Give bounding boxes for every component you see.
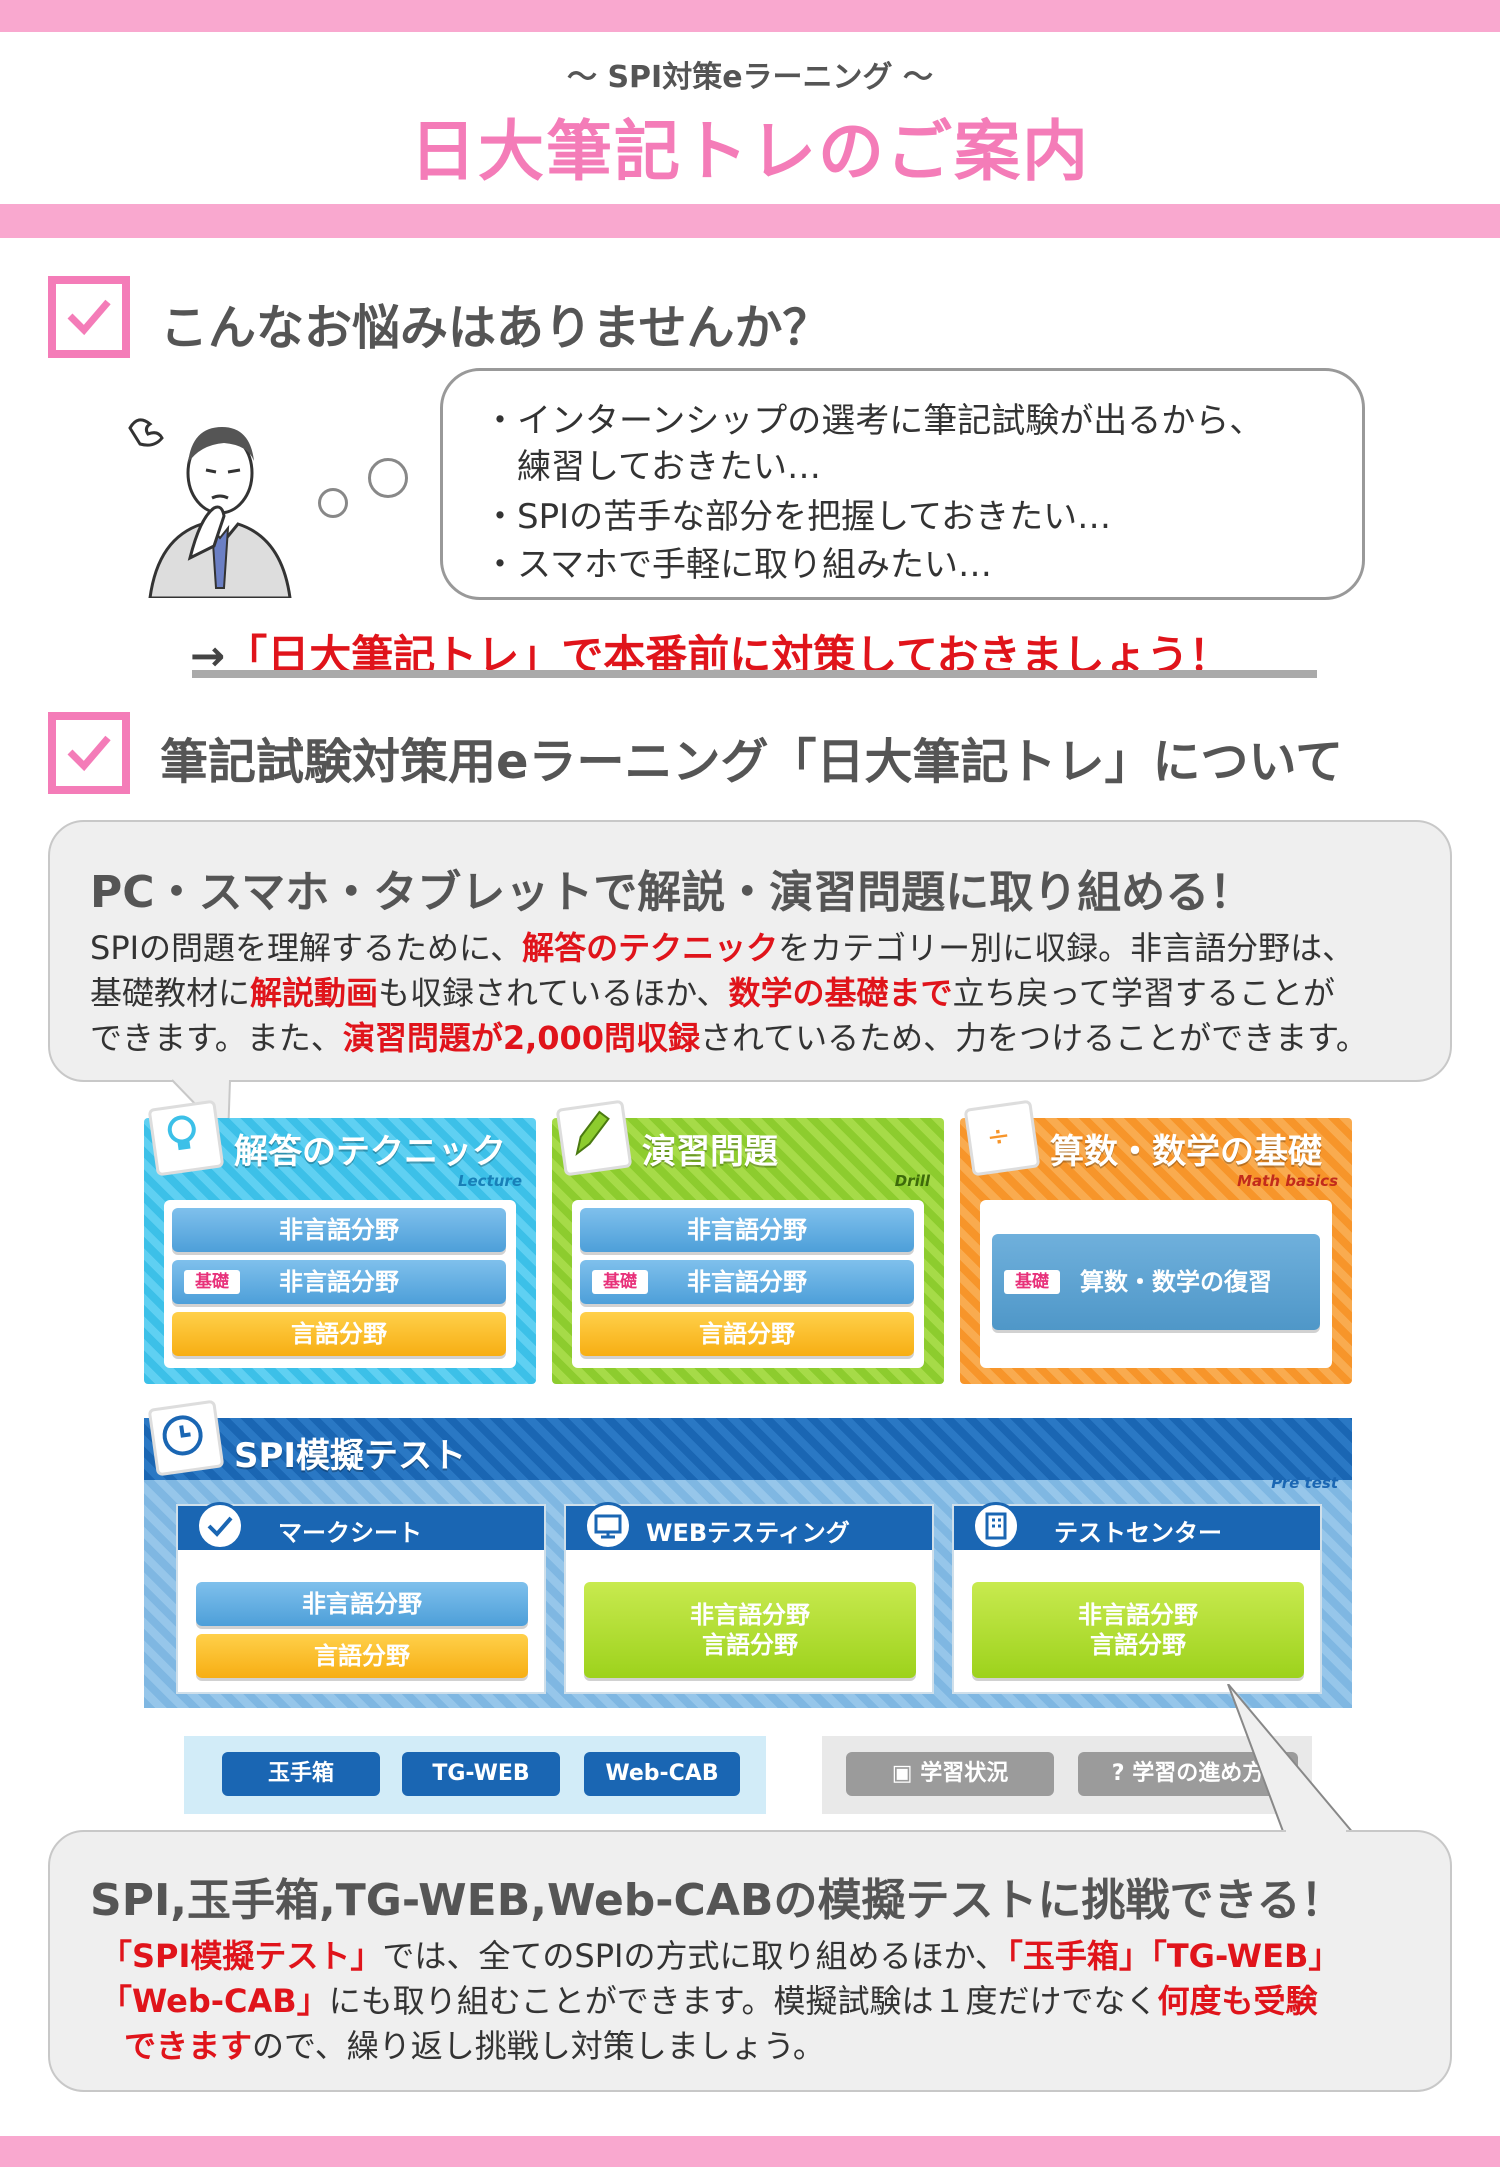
study-status-button[interactable]: ▣ 学習状況 [846, 1752, 1054, 1796]
pretest-title: SPI模擬テスト [234, 1436, 467, 1476]
lecture-verbal-button[interactable]: 言語分野 [172, 1312, 506, 1356]
feature-box-1-text: SPIの問題を理解するために、解答のテクニックをカテゴリー別に収録。非言語分野は… [90, 926, 1368, 1061]
page-title: 日大筆記トレのご案内 [410, 113, 1090, 190]
text-line: 基礎教材に解説動画も収録されているほか、数学の基礎まで立ち戻って学習することが [90, 974, 1335, 1012]
checkbox-icon [48, 712, 130, 794]
math-panel: 算数・数学の基礎 ÷ Math basics 基礎算数・数学の復習 [960, 1099, 1352, 1384]
pretest-subtitle: Pre test [1271, 1474, 1338, 1492]
page-subtitle: 〜 SPI対策eラーニング 〜 [567, 60, 933, 95]
pen-icon [555, 1099, 633, 1177]
text-line: 「SPI模擬テスト」では、全てのSPIの方式に取り組めるほか、「玉手箱」「TG-… [100, 1937, 1341, 1975]
cta-underline [192, 670, 1317, 678]
testcenter-card: テストセンター 非言語分野言語分野 [952, 1502, 1322, 1694]
lightbulb-icon [147, 1099, 225, 1177]
text-line: 「Web-CAB」にも取り組むことができます。模擬試験は１度だけでなく何度も受験 [100, 1982, 1318, 2020]
footer-pink-bar [0, 2136, 1500, 2167]
marksheet-card: マークシート 非言語分野 言語分野 [176, 1502, 546, 1694]
webtesting-card: WEBテスティング 非言語分野言語分野 [564, 1502, 934, 1694]
web-cab-button[interactable]: Web-CAB [584, 1752, 740, 1796]
feature-box-2-text: 「SPI模擬テスト」では、全てのSPIの方式に取り組めるほか、「玉手箱」「TG-… [100, 1934, 1340, 2069]
math-title: 算数・数学の基礎 [1050, 1132, 1322, 1172]
feature-box-2-title: SPI,玉手箱,TG-WEB,Web-CABの模擬テストに挑戦できる！ [90, 1875, 1345, 1926]
thought-bubble-medium [368, 458, 408, 498]
lecture-subtitle: Lecture [457, 1172, 522, 1190]
basic-badge: 基礎 [184, 1270, 240, 1294]
monitor-icon [584, 1502, 632, 1550]
checkbox-icon [48, 276, 130, 358]
drill-subtitle: Drill [894, 1172, 930, 1190]
math-subtitle: Math basics [1237, 1172, 1338, 1190]
building-icon [972, 1502, 1020, 1550]
concerns-bubble: ・インターンシップの選考に筆記試験が出るから、 練習しておきたい… ・SPIの苦… [440, 368, 1365, 600]
lecture-basic-nonverbal-button[interactable]: 基礎非言語分野 [172, 1260, 506, 1304]
text-line: できます。また、演習問題が2,000問収録されているため、力をつけることができま… [90, 1019, 1368, 1057]
lecture-title: 解答のテクニック [234, 1132, 506, 1172]
feature-box-1-title: PC・スマホ・タブレットで解説・演習問題に取り組める！ [90, 867, 1254, 918]
drill-title: 演習問題 [642, 1132, 778, 1172]
svg-text:÷: ÷ [985, 1118, 1013, 1154]
text-line: SPIの問題を理解するために、解答のテクニックをカテゴリー別に収録。非言語分野は… [90, 929, 1355, 967]
webtesting-test-button[interactable]: 非言語分野言語分野 [584, 1582, 916, 1678]
clock-icon [147, 1399, 225, 1477]
speech-tail [1227, 1684, 1355, 1835]
checkmark-icon [196, 1502, 244, 1550]
tg-web-button[interactable]: TG-WEB [402, 1752, 560, 1796]
worried-man-icon [128, 418, 292, 598]
thought-bubble-small [318, 488, 348, 518]
lecture-nonverbal-button[interactable]: 非言語分野 [172, 1208, 506, 1252]
chart-icon: ▣ [891, 1761, 921, 1786]
basic-badge: 基礎 [592, 1270, 648, 1294]
feature-box-1 [48, 820, 1452, 1082]
marksheet-verbal-button[interactable]: 言語分野 [196, 1634, 528, 1678]
drill-nonverbal-button[interactable]: 非言語分野 [580, 1208, 914, 1252]
concern-line: ・SPIの苦手な部分を把握しておきたい… [483, 497, 1112, 537]
marksheet-title: マークシート [278, 1519, 422, 1547]
testcenter-test-button[interactable]: 非言語分野言語分野 [972, 1582, 1304, 1678]
webtesting-title: WEBテスティング [646, 1519, 850, 1547]
section2-heading: 筆記試験対策用eラーニング「日大筆記トレ」について [160, 734, 1344, 790]
testcenter-title: テストセンター [1054, 1519, 1222, 1547]
concern-line: ・スマホで手軽に取り組みたい… [483, 545, 992, 585]
text-line: できますので、繰り返し挑戦し対策しましょう。 [124, 2027, 825, 2065]
test-nav-bar: 玉手箱 TG-WEB Web-CAB [184, 1736, 766, 1814]
concern-line: ・インターンシップの選考に筆記試験が出るから、 [483, 401, 1264, 441]
drill-verbal-button[interactable]: 言語分野 [580, 1312, 914, 1356]
concern-line: 練習しておきたい… [483, 447, 821, 487]
drill-basic-nonverbal-button[interactable]: 基礎非言語分野 [580, 1260, 914, 1304]
drill-panel: 演習問題 Drill 非言語分野 基礎非言語分野 言語分野 [552, 1099, 944, 1384]
top-pink-bar [0, 0, 1500, 32]
basic-badge: 基礎 [1004, 1270, 1060, 1294]
header-bottom-pink-bar [0, 204, 1500, 238]
math-review-button[interactable]: 基礎算数・数学の復習 [992, 1234, 1320, 1330]
tamatebako-button[interactable]: 玉手箱 [222, 1752, 380, 1796]
pretest-panel: SPI模擬テスト Pre test マークシート 非言語分野 言語分野 WEBテ… [144, 1399, 1352, 1708]
calculator-icon: ÷ [963, 1099, 1041, 1177]
lecture-panel: 解答のテクニック Lecture 非言語分野 基礎非言語分野 言語分野 [144, 1099, 536, 1384]
marksheet-nonverbal-button[interactable]: 非言語分野 [196, 1582, 528, 1626]
section1-heading: こんなお悩みはありませんか？ [160, 300, 831, 356]
feature-box-2 [48, 1830, 1452, 2092]
question-icon: ? [1111, 1761, 1133, 1786]
